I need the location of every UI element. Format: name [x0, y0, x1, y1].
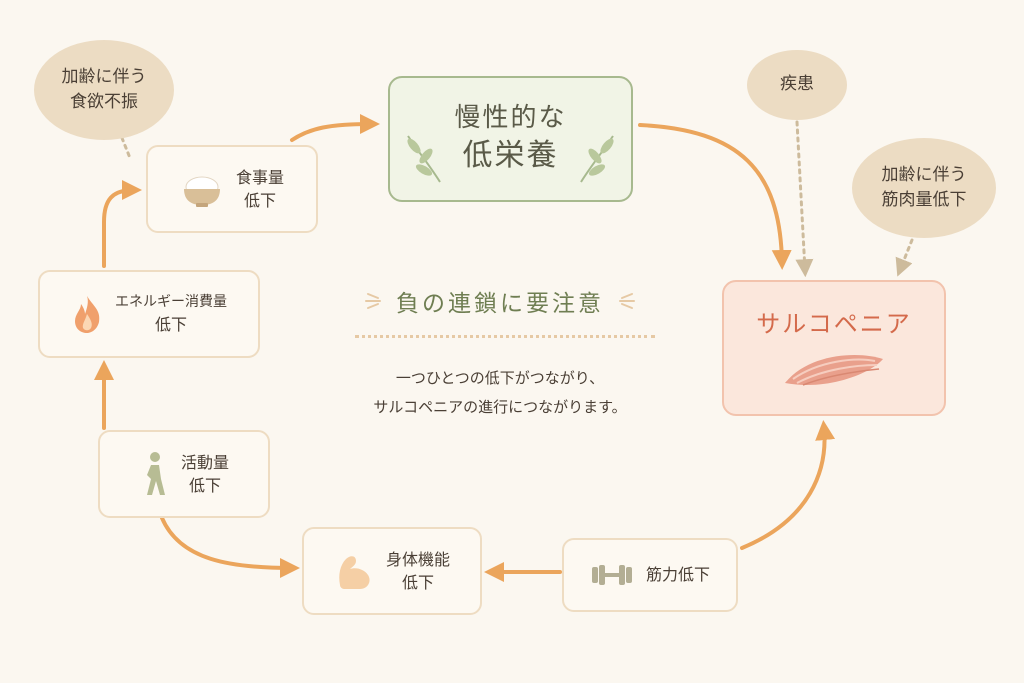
factor-bubble-disease: 疾患 [747, 50, 847, 120]
message-line1: 一つひとつの低下がつながり、 [395, 369, 605, 387]
node-strength-decline: 筋力低下 [562, 538, 738, 612]
node-activity-decline: 活動量 低下 [98, 430, 270, 518]
rice-bowl-icon [180, 169, 224, 209]
node-activity-line2: 低下 [188, 476, 221, 495]
node-energy-line1: エネルギー消費量 [115, 294, 227, 311]
node-meal-decline: 食事量 低下 [146, 145, 318, 233]
node-energy-line2: 低下 [154, 314, 187, 334]
node-meal-line1: 食事量 [235, 167, 284, 187]
node-energy-decline: エネルギー消費量 低下 [38, 270, 260, 358]
node-physical-line2: 低下 [401, 573, 434, 592]
arrow-energy-to-meal [102, 180, 142, 268]
arrow-meal-to-center [290, 114, 380, 142]
emphasis-marks-left-icon [365, 293, 381, 309]
factor-muscle-line1: 加齢に伴う [881, 164, 967, 185]
node-strength-label: 筋力低下 [645, 565, 710, 585]
outcome-label: サルコペニア [756, 309, 912, 338]
message-title: 負の連鎖に要注意 [396, 291, 604, 317]
message-divider [355, 335, 655, 338]
walking-person-icon [139, 451, 169, 497]
dotted-arrow-muscle [895, 238, 914, 277]
message-line2: サルコペニアの進行につながります。 [373, 397, 627, 416]
factor-bubble-appetite: 加齢に伴う 食欲不振 [34, 40, 174, 140]
flexed-arm-icon [334, 551, 374, 591]
center-title-line2: 低栄養 [462, 138, 559, 174]
muscle-fiber-icon [785, 354, 883, 386]
arrow-activity-to-physical [160, 516, 300, 578]
dotted-line-appetite [120, 136, 132, 160]
flame-icon [71, 294, 103, 334]
factor-appetite-line2: 食欲不振 [70, 92, 138, 112]
factor-disease-label: 疾患 [780, 74, 814, 95]
dumbbell-icon [590, 563, 634, 587]
message-title-row: 負の連鎖に要注意 [340, 284, 660, 318]
leaf-branch-left-icon [407, 135, 441, 183]
factor-muscle-line2: 筋肉量低下 [881, 190, 967, 210]
factor-appetite-line1: 加齢に伴う [61, 66, 147, 87]
node-physical-function-decline: 身体機能 低下 [302, 527, 482, 615]
arrow-center-to-sarcopenia [638, 123, 792, 270]
node-meal-line2: 低下 [243, 191, 276, 210]
leaf-branch-right-icon [580, 135, 614, 183]
outcome-sarcopenia: サルコペニア [722, 280, 946, 416]
node-activity-line1: 活動量 [180, 452, 229, 472]
center-chronic-malnutrition: 慢性的な 低栄養 [388, 76, 633, 202]
arrow-strength-to-sarcopenia [740, 420, 836, 550]
center-title-line1: 慢性的な [454, 103, 567, 134]
message-description: 一つひとつの低下がつながり、 サルコペニアの進行につながります。 [310, 364, 690, 421]
dotted-arrow-disease [795, 120, 814, 278]
emphasis-marks-right-icon [619, 293, 635, 309]
factor-bubble-muscle: 加齢に伴う 筋肉量低下 [852, 138, 996, 238]
node-physical-line1: 身体機能 [385, 549, 450, 569]
